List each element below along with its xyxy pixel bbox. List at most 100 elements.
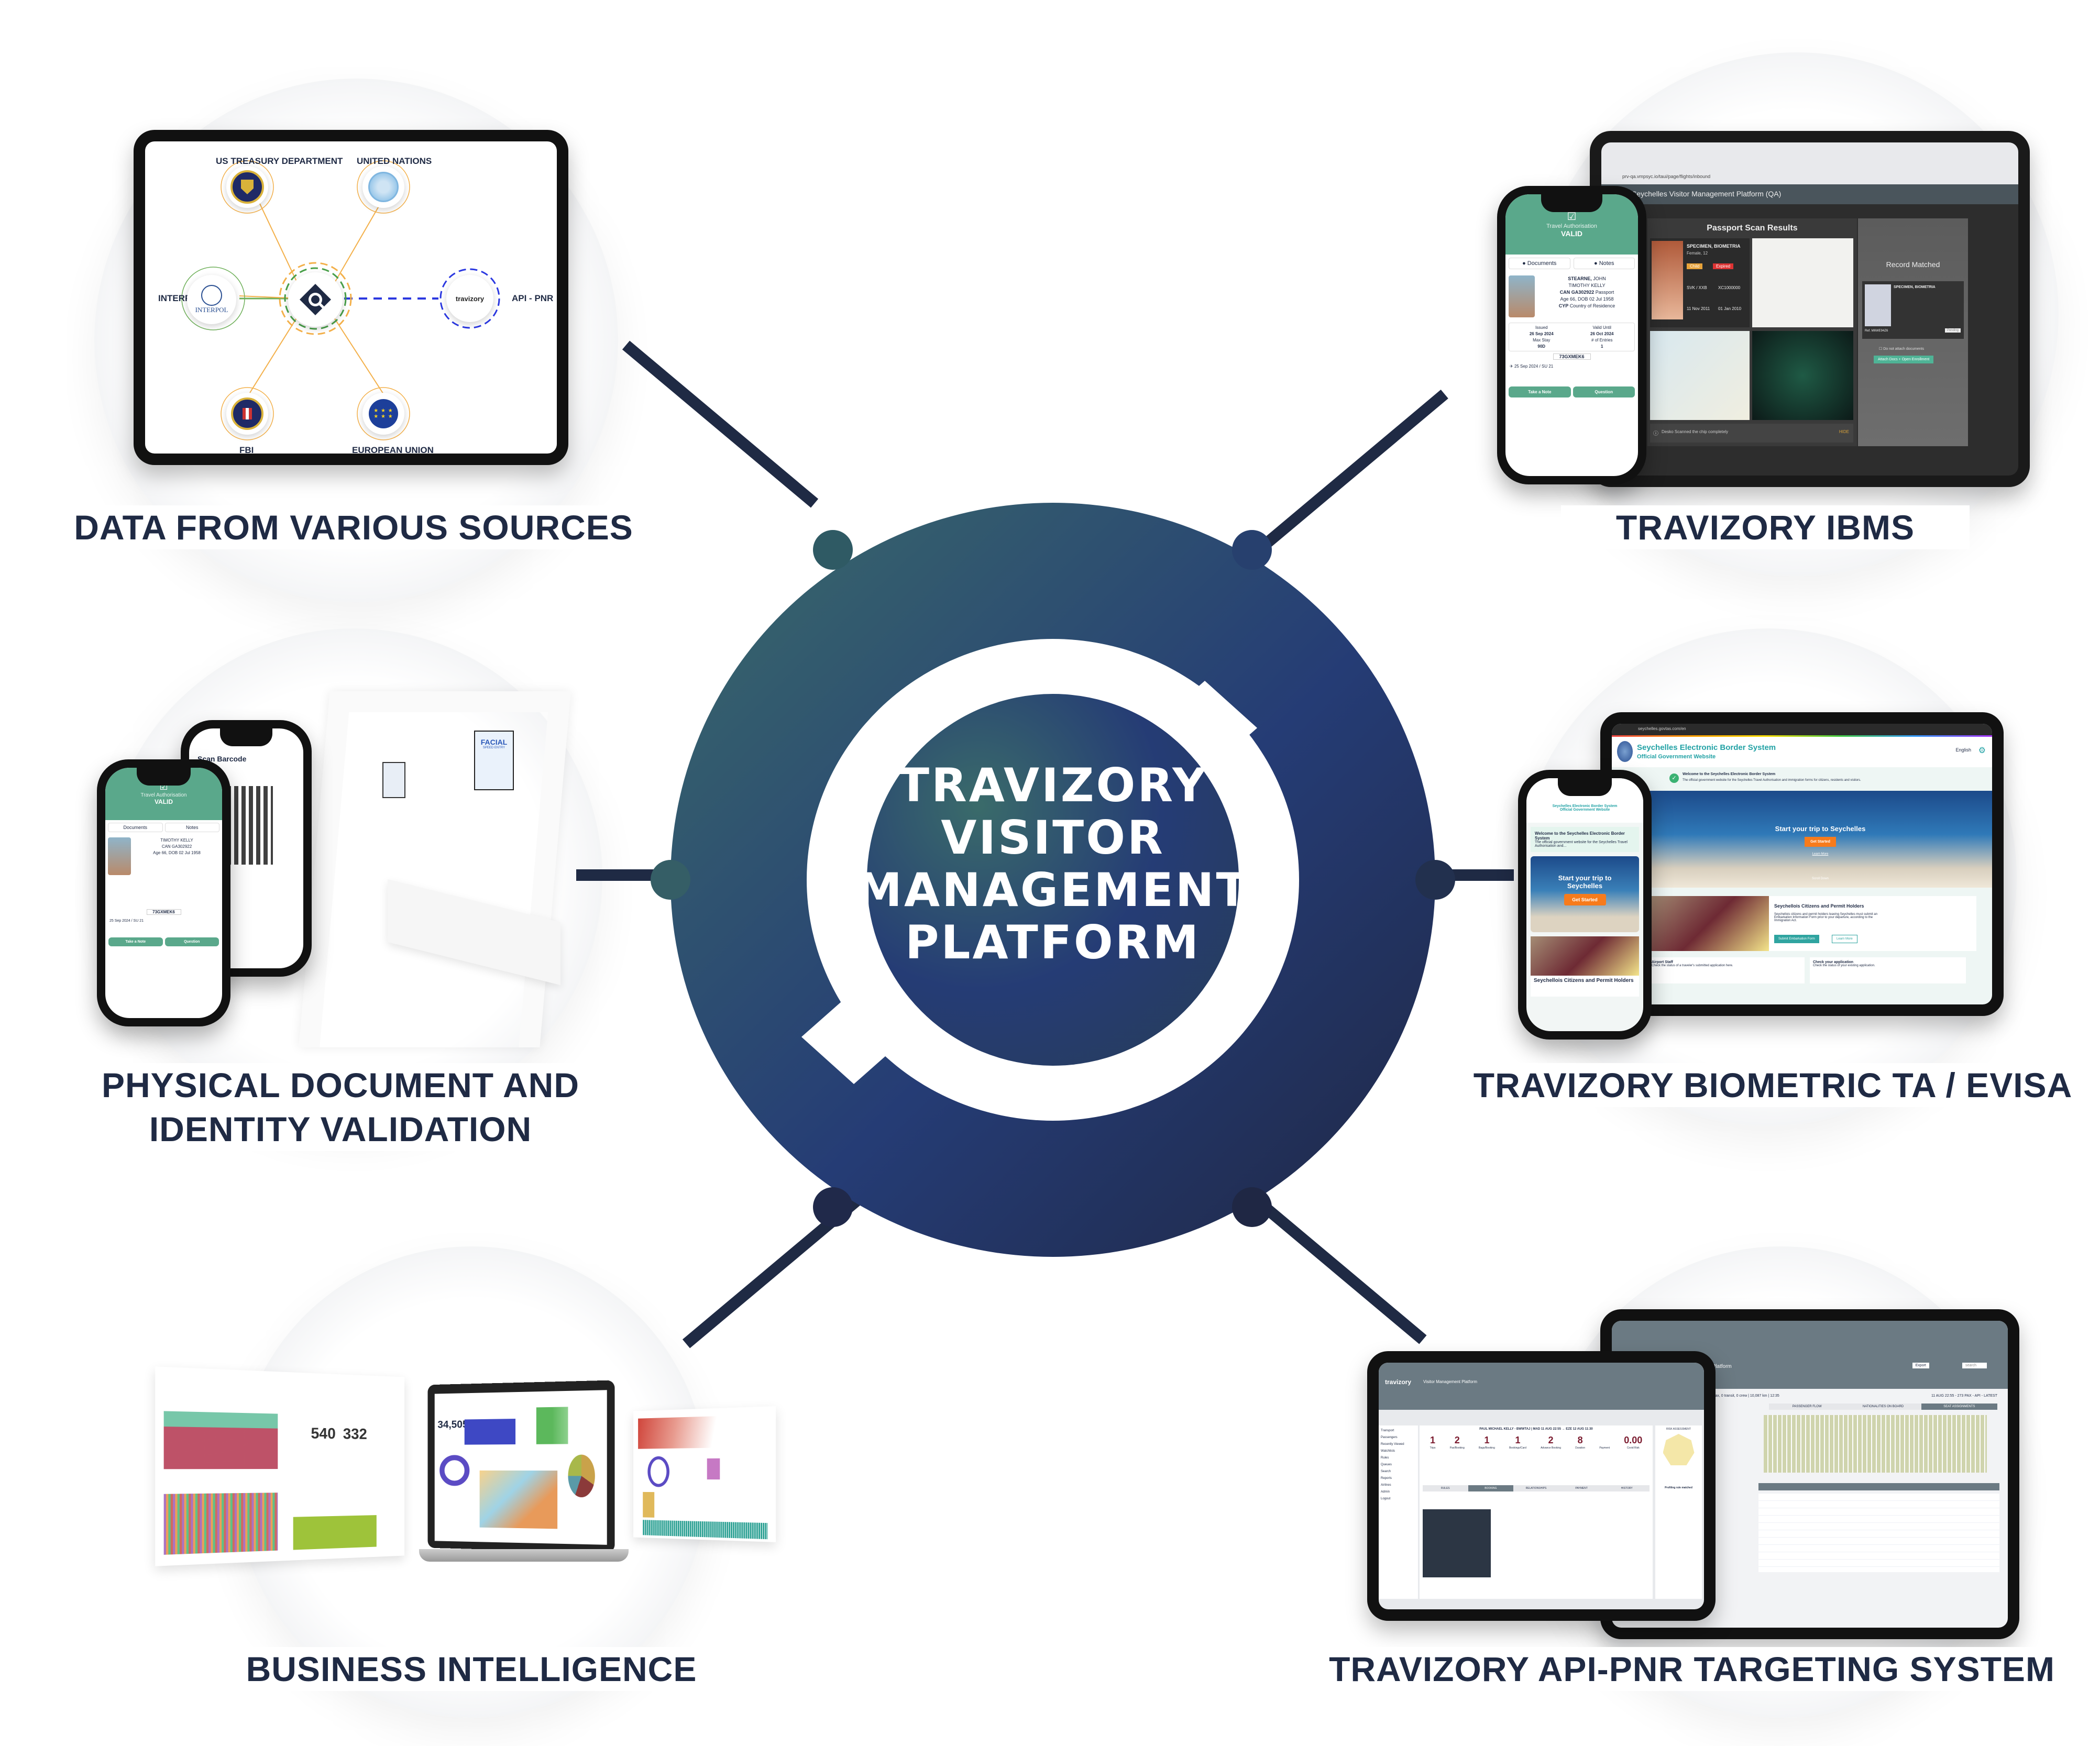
phone-notch [1558, 778, 1612, 796]
api-header-front: travizory Visitor Management Platform [1379, 1363, 1704, 1410]
sidebar-item[interactable]: Queues [1381, 1463, 1392, 1466]
center-ring [651, 503, 1455, 1257]
question-button[interactable]: Question [164, 937, 219, 946]
mobile-passport-photo [1531, 936, 1639, 976]
evisa-header: Seychelles Electronic Border System Offi… [1612, 737, 1992, 767]
scan-ir-image [1752, 331, 1853, 420]
mobile-welcome: Welcome to the Seychelles Electronic Bor… [1531, 827, 1639, 852]
sidebar-item[interactable]: Passengers [1381, 1436, 1398, 1439]
sidebar-item[interactable]: Logout [1381, 1497, 1391, 1500]
passenger-tab[interactable]: HISTORY [1604, 1485, 1650, 1491]
passport-suffix: Passport [1595, 290, 1614, 295]
center-title-line-1: TRAVIZORY [897, 758, 1208, 812]
stat-label: Pax/Booking [1449, 1446, 1465, 1450]
flight-info: 25 Sep 2024 / SU 21 [109, 919, 144, 923]
tab-documents[interactable]: Documents [108, 823, 163, 832]
label-bi: BUSINESS INTELLIGENCE [220, 1647, 723, 1691]
tab-notes[interactable]: Notes [164, 823, 219, 832]
learn-more-link[interactable]: Learn More [1812, 853, 1829, 856]
stat-value: 1 [1515, 1435, 1521, 1445]
checkbox-label: Do not attach documents [1883, 347, 1925, 351]
passenger-tab[interactable]: RULES [1423, 1485, 1468, 1491]
flight-info: ✈ 25 Sep 2024 / SU 21 [1505, 362, 1638, 371]
hide-button[interactable]: HIDE [1839, 429, 1849, 434]
ta-header: ☑ Travel Authorisation VALID [1505, 194, 1638, 255]
scroll-down[interactable]: Scroll Down [1811, 877, 1829, 880]
traveller-passport: CAN GA302922 [161, 844, 192, 849]
evisa-url[interactable]: seychelles.govtas.com/en [1638, 726, 1686, 731]
laptop-blue-chart [464, 1408, 516, 1445]
stat-label: Duration [1575, 1446, 1586, 1450]
passport-photo [1648, 896, 1769, 951]
search-input[interactable]: search [1962, 1363, 1987, 1368]
scan-results-panel: Passport Scan Results SPECIMEN, BIOMETRI… [1647, 218, 1857, 446]
take-note-button[interactable]: Take a Note [1509, 386, 1571, 397]
traveller-passport: CAN GA302922 [1559, 290, 1595, 295]
hero-title: Start your trip to Seychelles [1775, 825, 1866, 833]
ta-title: Travel Authorisation [1546, 223, 1597, 229]
language-selector[interactable]: English [1955, 747, 1971, 753]
export-button[interactable]: Export [1912, 1363, 1929, 1368]
travizory-hub-icon [288, 272, 343, 327]
app-title: The Seychelles Visitor Management Platfo… [1617, 190, 1782, 198]
passenger-tab[interactable]: PAYMENT [1558, 1485, 1604, 1491]
ta-details: Issued Valid Until 26 Sep 2024 26 Oct 20… [1509, 323, 1635, 351]
question-button[interactable]: Question [1573, 386, 1635, 397]
traveller-photo [108, 837, 131, 875]
sidebar-item[interactable]: Admin [1381, 1490, 1390, 1494]
tab-passenger-flow[interactable]: PASSENGER FLOW [1769, 1404, 1845, 1410]
browser-bar [1601, 142, 2018, 184]
un-emblem-icon [362, 166, 404, 208]
learn-more-button[interactable]: Learn More [1832, 935, 1857, 943]
laptop-green-chart [536, 1406, 590, 1444]
app-header: ≡ The Seychelles Visitor Management Plat… [1601, 184, 2018, 204]
passenger-flight: MAD 11 AUG 22:55 → EZE 12 AUG 11:30 [1533, 1428, 1593, 1431]
laptop-map [479, 1470, 558, 1529]
scan-passport-card: SPECIMEN, BIOMETRIA Female, 12 Child Exp… [1650, 238, 1750, 327]
label-doc-validation: PHYSICAL DOCUMENT AND IDENTITY VALIDATIO… [79, 1063, 602, 1151]
take-note-button[interactable]: Take a Note [108, 937, 163, 946]
sidebar-item[interactable]: Airlines [1381, 1484, 1391, 1487]
settings-gear-icon[interactable]: ⚙ [1978, 746, 1986, 755]
travizory-brand: travizory [1385, 1378, 1412, 1386]
tab-seat-assignments[interactable]: SEAT ASSIGNMENTS [1921, 1404, 1997, 1410]
sidebar-item[interactable]: Transport [1381, 1429, 1394, 1432]
enroll-button[interactable]: Attach Docs + Open Enrollment [1874, 356, 1934, 363]
sidebar-item[interactable]: Recently Viewed [1381, 1443, 1404, 1446]
sidebar-item[interactable]: Watchlists [1381, 1450, 1395, 1453]
do-not-attach-checkbox[interactable]: ☐ Do not attach documents [1879, 347, 1925, 351]
ta-status: VALID [1561, 229, 1582, 238]
sidebar-item[interactable]: Search [1381, 1470, 1391, 1473]
tab-documents[interactable]: ● Documents [1509, 258, 1570, 269]
seat-map [1764, 1415, 1987, 1473]
sidebar-item[interactable]: Reports [1381, 1477, 1392, 1480]
ta-status: VALID [154, 798, 173, 805]
submit-embarkation-button[interactable]: Submit Embarkation Form [1774, 935, 1819, 943]
get-started-button[interactable]: Get Started [1805, 837, 1836, 847]
tab-notes-label: Notes [1599, 260, 1614, 267]
sidebar-item[interactable]: Rules [1381, 1456, 1389, 1460]
passenger-tab[interactable]: BOOKING [1468, 1485, 1514, 1491]
scan-photo [1652, 241, 1683, 319]
ta-phone-ibms: ☑ Travel Authorisation VALID ● Documents… [1497, 186, 1646, 484]
url-bar[interactable]: prv-qa.vmpsyc.io/taui/page/flights/inbou… [1622, 174, 1711, 179]
fbi-seal-icon [226, 393, 268, 435]
stat-label: Bags/Booking [1479, 1446, 1495, 1450]
tab-notes[interactable]: ● Notes [1573, 258, 1635, 269]
chip-message-text: Desko Scanned the chip completely [1662, 429, 1729, 434]
mobile-get-started-button[interactable]: Get Started [1564, 894, 1606, 905]
source-label-fbi: FBI [239, 445, 254, 454]
passenger-tab[interactable]: RELATIONSHIPS [1513, 1485, 1559, 1491]
traveller-name-line2: TIMOTHY KELLY [160, 838, 193, 843]
bi-donut-chart [647, 1456, 670, 1487]
stat-item: Payment [1599, 1435, 1610, 1450]
flight-summary: 273 pax, 0 transit, 0 crew | 10,087 km |… [1706, 1394, 1779, 1398]
tab-nationalities[interactable]: NATIONALITIES ON BOARD [1845, 1404, 1921, 1410]
passenger-header: PAUL MICHAEL KELLY - BWWTAJ | MAD 11 AUG… [1479, 1428, 1593, 1431]
